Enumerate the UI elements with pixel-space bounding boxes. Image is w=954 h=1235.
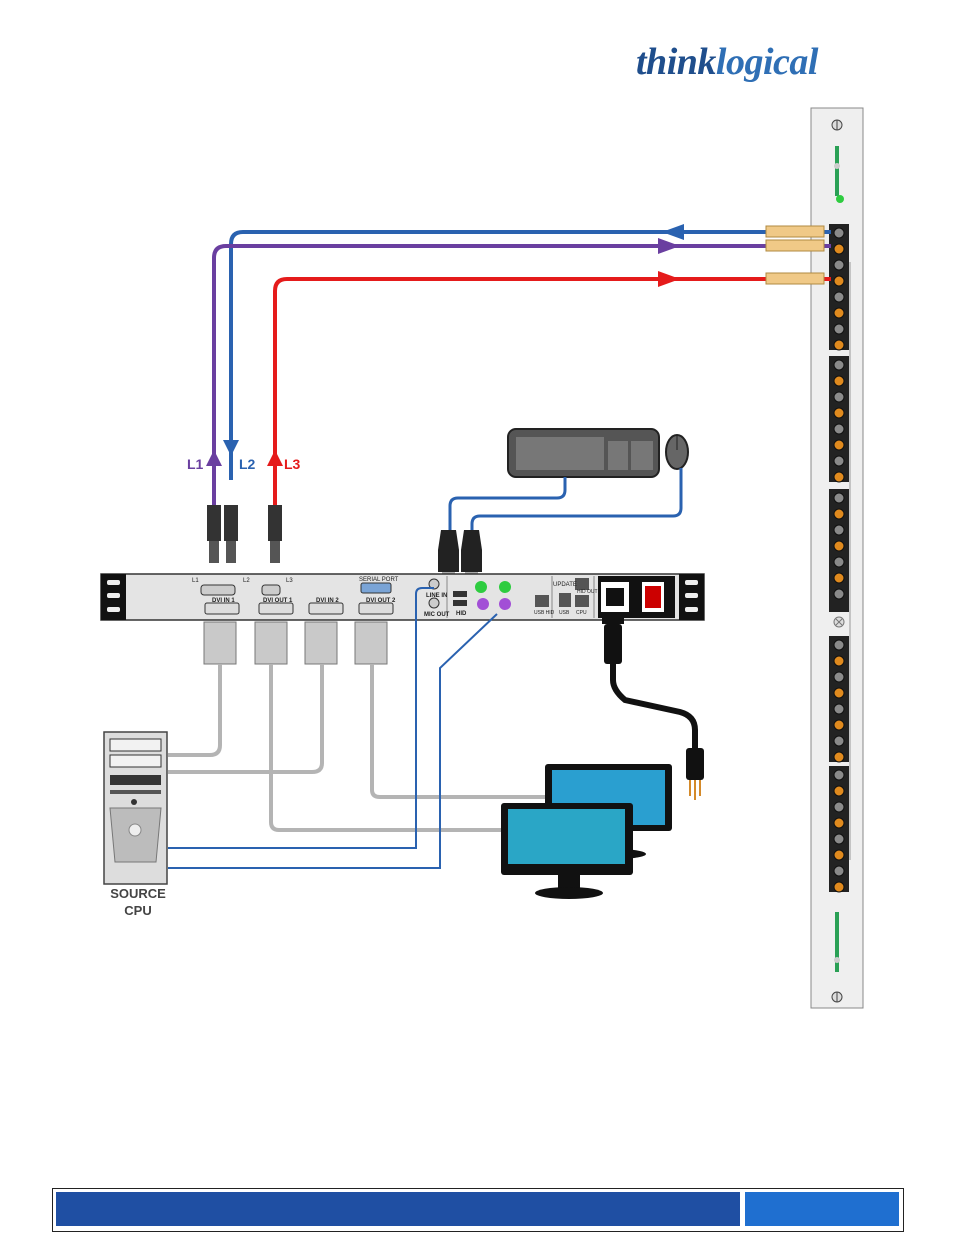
- rack-port: [833, 751, 845, 763]
- rack-port: [833, 492, 845, 504]
- rack-port: [833, 865, 845, 877]
- rack-port: [833, 227, 845, 239]
- fiber-link-l3: [267, 271, 831, 510]
- line-in-label: LINE IN: [426, 593, 447, 599]
- footer-bar: [52, 1188, 904, 1232]
- rack-port-block: [829, 636, 849, 762]
- dvi-in-1-label: DVI IN 1: [212, 598, 235, 604]
- rack-port-column: [829, 224, 849, 893]
- rack-port: [833, 849, 845, 861]
- hid-out-label: HID OUT: [577, 589, 598, 595]
- l2-label: L2: [239, 456, 256, 472]
- cpu-label: CPU: [576, 610, 587, 616]
- dvi-out-2-label: DVI OUT 2: [366, 598, 396, 604]
- rack-port: [833, 588, 845, 600]
- hid-label: HID: [456, 611, 467, 617]
- rack-port: [833, 423, 845, 435]
- mouse-cable: [470, 468, 683, 530]
- rack-port: [833, 785, 845, 797]
- keyboard-cable: [448, 477, 567, 530]
- keyboard: [507, 428, 660, 478]
- dvi-cables: [168, 664, 546, 832]
- rack-port: [833, 259, 845, 271]
- update-label: UPDATE: [553, 582, 577, 588]
- rack-port: [833, 833, 845, 845]
- rack-port: [833, 556, 845, 568]
- rack-port: [833, 671, 845, 683]
- rack-port: [833, 359, 845, 371]
- rack-port: [833, 471, 845, 483]
- power-cable: [602, 612, 704, 800]
- rack-port: [833, 391, 845, 403]
- dvi-plugs: [203, 621, 388, 665]
- rack-port: [833, 407, 845, 419]
- rack-port: [833, 291, 845, 303]
- rack-port-block: [829, 356, 849, 482]
- dvi-in-2-label: DVI IN 2: [316, 598, 339, 604]
- fiber-link-l1: [206, 238, 831, 510]
- usb-plugs: [438, 530, 482, 580]
- monitor-front: [501, 803, 633, 899]
- thinklogical-logo: thinklogical: [636, 41, 818, 83]
- rack-port: [833, 801, 845, 813]
- mouse: [665, 434, 689, 470]
- rack-port: [833, 508, 845, 520]
- source-cpu-tower: [103, 731, 168, 885]
- rack-port: [833, 323, 845, 335]
- audio-cables: [168, 587, 498, 869]
- rack-port: [833, 703, 845, 715]
- rack-port: [833, 339, 845, 351]
- footer-bar-side: [745, 1192, 899, 1226]
- port-l3-label: L3: [286, 578, 293, 584]
- l1-label: L1: [187, 456, 204, 472]
- rack-port: [833, 275, 845, 287]
- rack-port: [833, 307, 845, 319]
- rack-port: [833, 524, 845, 536]
- source-cpu-label-line2: CPU: [124, 903, 151, 918]
- rack-port: [833, 817, 845, 829]
- rack-port-block: [829, 224, 849, 350]
- rack-port: [833, 687, 845, 699]
- footer-bar-main: [56, 1192, 740, 1226]
- l3-label: L3: [284, 456, 301, 472]
- rack-port: [833, 639, 845, 651]
- source-cpu-label-line1: SOURCE: [110, 886, 166, 901]
- usb-hid-label: USB HID: [534, 610, 555, 616]
- lc-connectors: [765, 225, 825, 285]
- rack-port: [833, 769, 845, 781]
- rack-port: [833, 572, 845, 584]
- rack-port: [833, 735, 845, 747]
- rack-port: [833, 655, 845, 667]
- serial-port-label: SERIAL PORT: [359, 577, 399, 583]
- rack-port: [833, 881, 845, 893]
- fiber-link-l2: [223, 224, 831, 480]
- rack-port: [833, 439, 845, 451]
- mic-out-label: MIC OUT: [424, 612, 450, 618]
- port-l2-label: L2: [243, 578, 250, 584]
- fiber-plugs: [207, 505, 282, 563]
- rack-port: [833, 719, 845, 731]
- rack-port-block: [829, 766, 849, 892]
- rack-port: [833, 455, 845, 467]
- rack-port: [833, 540, 845, 552]
- dvi-out-1-label: DVI OUT 1: [263, 598, 293, 604]
- port-l1-label: L1: [192, 578, 199, 584]
- rack-port: [833, 243, 845, 255]
- usb-label: USB: [559, 610, 570, 616]
- rack-port: [833, 375, 845, 387]
